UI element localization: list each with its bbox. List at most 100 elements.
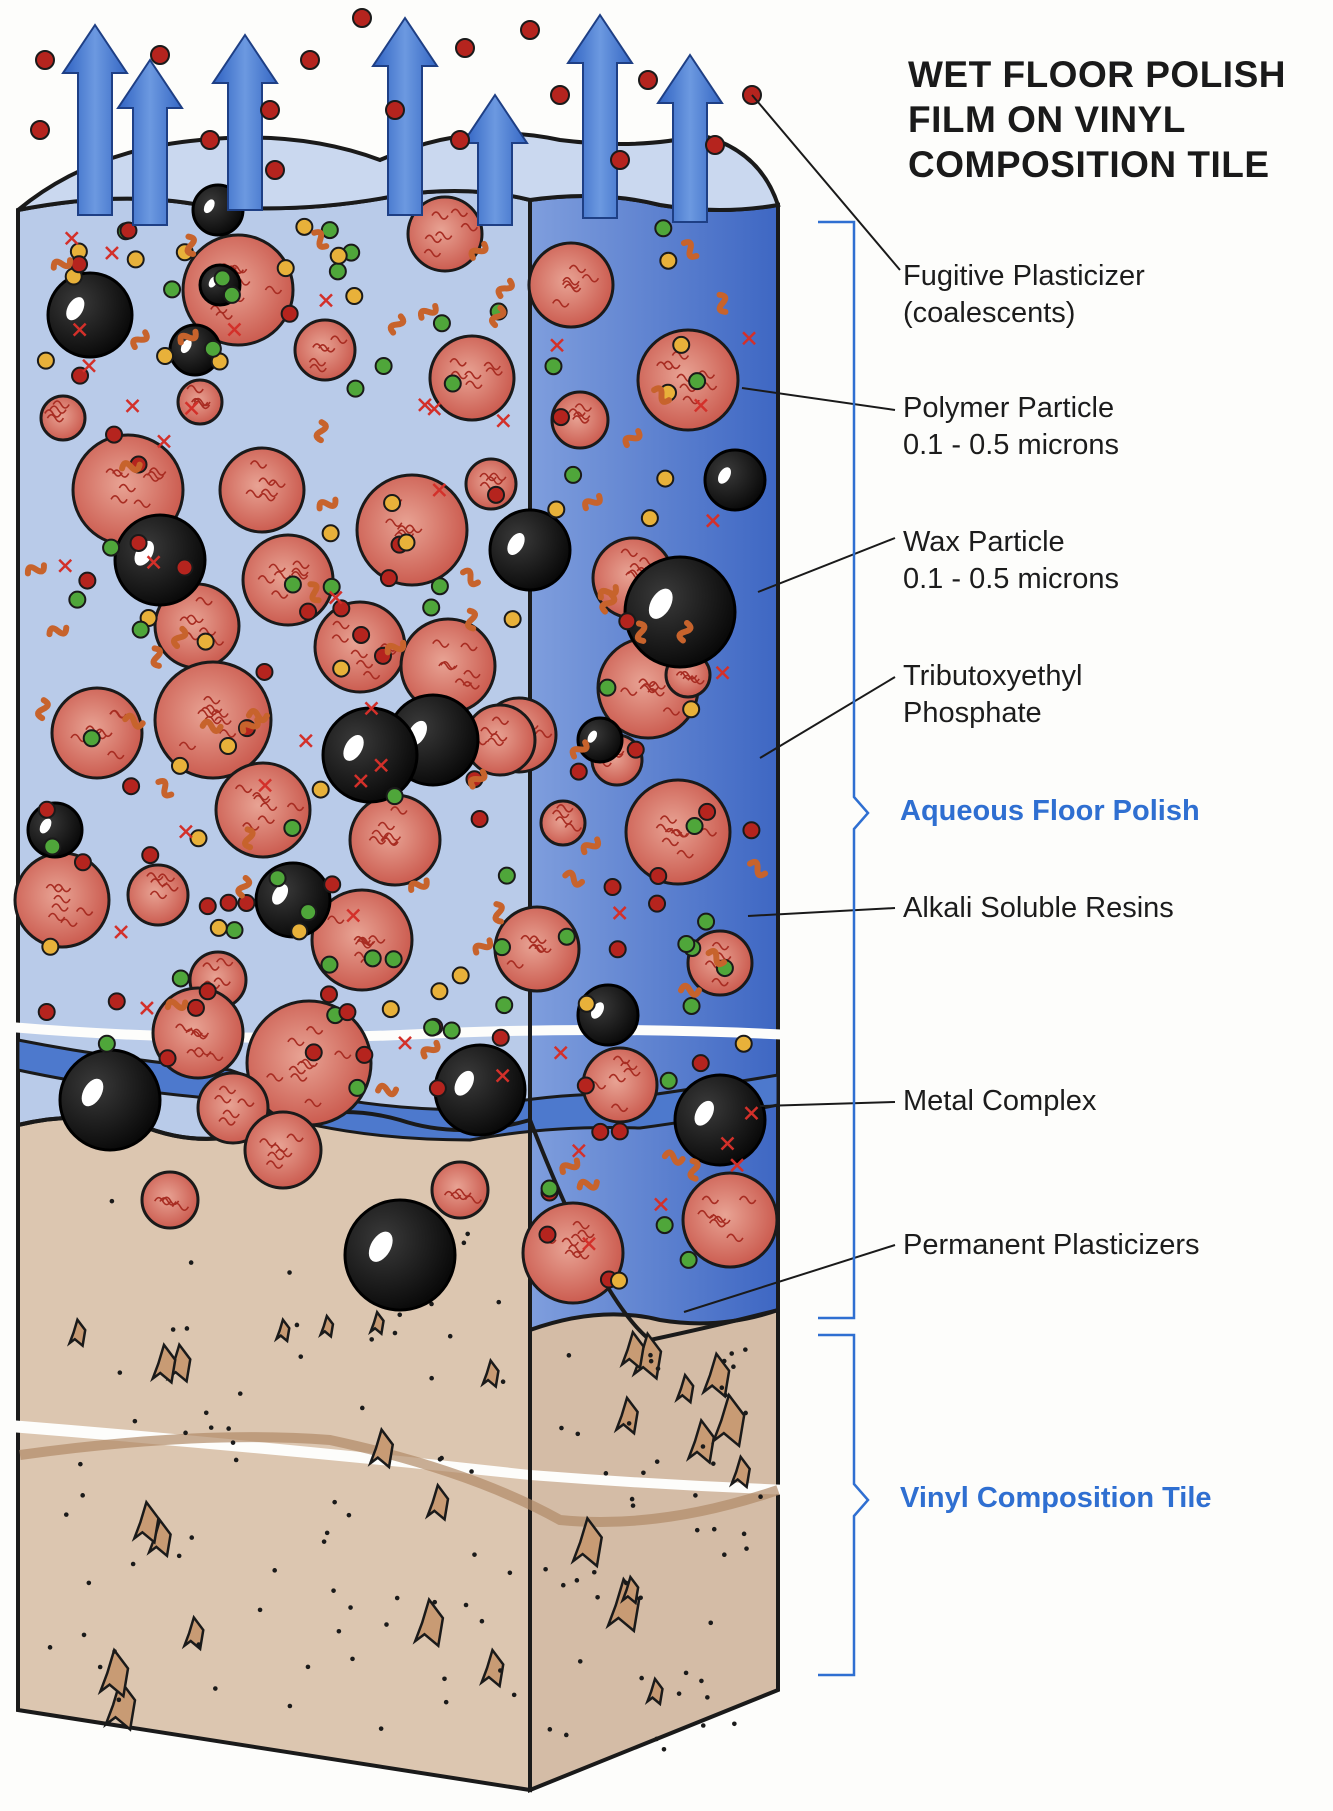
small-particle (383, 1001, 399, 1017)
polymer-particle (155, 662, 271, 778)
small-particle (592, 1124, 608, 1140)
small-particle (69, 592, 85, 608)
small-particle (191, 830, 207, 846)
small-particle (200, 898, 216, 914)
small-particle (282, 306, 298, 322)
label-vinyl-composition-tile: Vinyl Composition Tile (900, 1482, 1212, 1515)
small-particle (347, 381, 363, 397)
small-particle (123, 778, 139, 794)
tile-speck (226, 1426, 231, 1431)
small-particle (628, 742, 644, 758)
title-line-1: WET FLOOR POLISH (908, 52, 1286, 97)
small-particle (660, 253, 676, 269)
tile-speck (189, 1535, 194, 1540)
small-particle (611, 1273, 627, 1289)
label-fugitive-plasticizer: Fugitive Plasticizer (coalescents) (903, 258, 1145, 332)
small-particle (128, 251, 144, 267)
small-particle (131, 535, 147, 551)
tile-speck (360, 1406, 365, 1411)
small-particle (75, 854, 91, 870)
polymer-particle (245, 1112, 321, 1188)
tile-speck (722, 1552, 727, 1557)
small-particle (323, 525, 339, 541)
small-particle (505, 611, 521, 627)
polymer-particle (178, 380, 222, 424)
tile-speck (604, 1471, 609, 1476)
wax-body (48, 273, 132, 357)
small-particle (346, 288, 362, 304)
tile-speck (742, 1532, 747, 1537)
tile-speck (64, 1512, 69, 1517)
tile-speck (624, 1581, 629, 1586)
tile-speck (196, 1642, 201, 1647)
wax-body (705, 450, 765, 510)
small-particle (432, 578, 448, 594)
small-particle (211, 920, 227, 936)
polymer-body (220, 448, 304, 532)
polymer-particle (41, 396, 85, 440)
wax-body (115, 515, 205, 605)
label-metal-complex: Metal Complex (903, 1083, 1096, 1120)
tile-speck (712, 1527, 717, 1532)
small-particle (472, 811, 488, 827)
small-particle (386, 951, 402, 967)
label-tributoxyethyl-phosphate: Tributoxyethyl Phosphate (903, 658, 1082, 732)
small-particle (650, 868, 666, 884)
small-particle (431, 983, 447, 999)
polymer-particle (15, 853, 109, 947)
wax-body (625, 557, 735, 667)
tile-speck (118, 1370, 123, 1375)
small-particle (339, 1004, 355, 1020)
small-particle (157, 348, 173, 364)
small-particle (657, 471, 673, 487)
wax-particle (48, 273, 132, 357)
tile-speck (722, 1359, 727, 1364)
small-particle (424, 1020, 440, 1036)
wax-particle (435, 1045, 525, 1135)
small-particle (494, 939, 510, 955)
polymer-body (430, 336, 514, 420)
tile-speck (638, 1595, 643, 1600)
polymer-body (541, 801, 585, 845)
small-particle (109, 993, 125, 1009)
small-particle (365, 950, 381, 966)
small-particle (333, 661, 349, 677)
tile-speck (465, 1232, 470, 1237)
fugitive-dot (151, 46, 169, 64)
small-particle (84, 730, 100, 746)
small-particle (39, 1004, 55, 1020)
tile-speck (331, 1588, 336, 1593)
title-line-2: FILM ON VINYL (908, 97, 1286, 142)
tile-speck (295, 1323, 300, 1328)
wax-particle (323, 708, 417, 802)
polymer-body (683, 1173, 777, 1267)
small-particle (324, 876, 340, 892)
small-particle (499, 868, 515, 884)
tile-speck (348, 1605, 353, 1610)
fugitive-dot (706, 136, 724, 154)
tile-speck (82, 1633, 87, 1638)
tile-speck (98, 1665, 103, 1670)
label-permanent-plasticizers: Permanent Plasticizers (903, 1227, 1200, 1264)
small-particle (673, 337, 689, 353)
small-particle (99, 1036, 115, 1052)
small-particle (548, 501, 564, 517)
tile-speck (654, 1737, 659, 1742)
polymer-particle (295, 320, 355, 380)
tile-speck (501, 1379, 506, 1384)
small-particle (227, 922, 243, 938)
small-particle (256, 664, 272, 680)
tile-speck (393, 1331, 398, 1336)
tile-speck (699, 1679, 704, 1684)
polymer-body (245, 1112, 321, 1188)
small-particle (578, 1078, 594, 1094)
fugitive-dot (611, 151, 629, 169)
small-particle (133, 622, 149, 638)
title-line-3: COMPOSITION TILE (908, 142, 1286, 187)
label-wax-particle: Wax Particle 0.1 - 0.5 microns (903, 524, 1119, 598)
small-particle (661, 1073, 677, 1089)
small-particle (655, 220, 671, 236)
vinyl-bracket (818, 1335, 868, 1675)
tile-speck (288, 1704, 293, 1709)
tile-speck (695, 1528, 700, 1533)
